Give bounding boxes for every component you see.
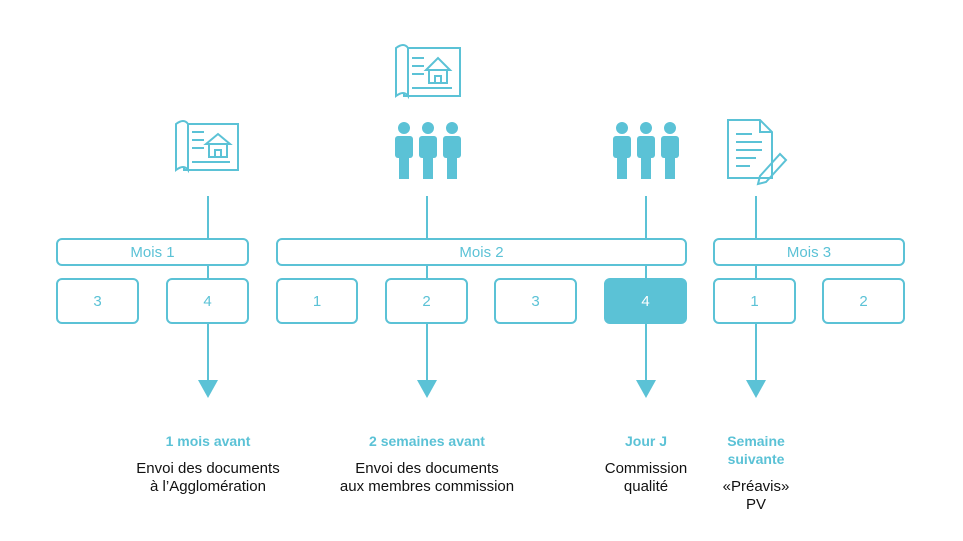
arrow-head-2 bbox=[417, 380, 437, 398]
step-desc-1: Envoi des documents à l’Agglomération bbox=[98, 460, 318, 496]
week-box-m2-2: 2 bbox=[385, 278, 468, 324]
week-label: 1 bbox=[312, 292, 322, 310]
week-box-m3-2: 2 bbox=[822, 278, 905, 324]
people-group-icon-2 bbox=[395, 122, 461, 179]
step-desc-1-line1: Envoi des documents bbox=[136, 460, 280, 477]
document-pen-icon bbox=[727, 119, 788, 186]
step-title-1: 1 mois avant bbox=[165, 433, 251, 449]
step-desc-2: Envoi des documents aux membres commissi… bbox=[302, 460, 552, 496]
blueprint-house-icon-top bbox=[395, 44, 461, 100]
week-label: 4 bbox=[203, 292, 212, 310]
month-bar-1: Mois 1 bbox=[56, 238, 249, 266]
arrow-head-3 bbox=[636, 380, 656, 398]
step-title-3: Jour J bbox=[624, 433, 667, 449]
step-desc-4: «Préavis» PV bbox=[696, 478, 816, 514]
people-group-icon-3 bbox=[613, 122, 679, 179]
step-desc-1-line2: à l’Agglomération bbox=[150, 478, 266, 495]
step-title-2: 2 semaines avant bbox=[369, 433, 485, 449]
month-bar-3: Mois 3 bbox=[713, 238, 905, 266]
month-bar-2: Mois 2 bbox=[276, 238, 687, 266]
month-label-1: Mois 1 bbox=[130, 243, 175, 261]
week-label: 3 bbox=[93, 292, 102, 310]
step-desc-2-line1: Envoi des documents bbox=[355, 460, 499, 477]
week-box-m2-4-active: 4 bbox=[604, 278, 687, 324]
week-label: 3 bbox=[531, 292, 540, 310]
week-label: 2 bbox=[422, 292, 431, 310]
step-title-4: Semaine suivante bbox=[706, 432, 806, 468]
step-desc-3-line1: Commission bbox=[604, 460, 688, 477]
step-desc-3-line2: qualité bbox=[623, 478, 669, 495]
blueprint-house-icon bbox=[175, 120, 239, 174]
week-label: 1 bbox=[750, 292, 759, 310]
step-title-4-line2: suivante bbox=[727, 451, 785, 467]
week-box-m2-3: 3 bbox=[494, 278, 577, 324]
week-box-m2-1: 1 bbox=[276, 278, 358, 324]
step-desc-2-line2: aux membres commission bbox=[339, 478, 515, 495]
month-label-3: Mois 3 bbox=[786, 243, 832, 261]
step-desc-3: Commission qualité bbox=[576, 460, 716, 496]
week-label: 2 bbox=[859, 292, 868, 310]
step-desc-4-line1: «Préavis» bbox=[722, 478, 790, 495]
step-desc-4-line2: PV bbox=[745, 496, 766, 513]
week-label: 4 bbox=[641, 292, 650, 310]
week-box-m3-1: 1 bbox=[713, 278, 796, 324]
step-title-4-line1: Semaine bbox=[727, 433, 785, 449]
week-box-m1-4: 4 bbox=[166, 278, 249, 324]
arrow-head-4 bbox=[746, 380, 766, 398]
month-label-2: Mois 2 bbox=[459, 243, 504, 261]
arrow-head-1 bbox=[198, 380, 218, 398]
week-box-m1-3: 3 bbox=[56, 278, 139, 324]
